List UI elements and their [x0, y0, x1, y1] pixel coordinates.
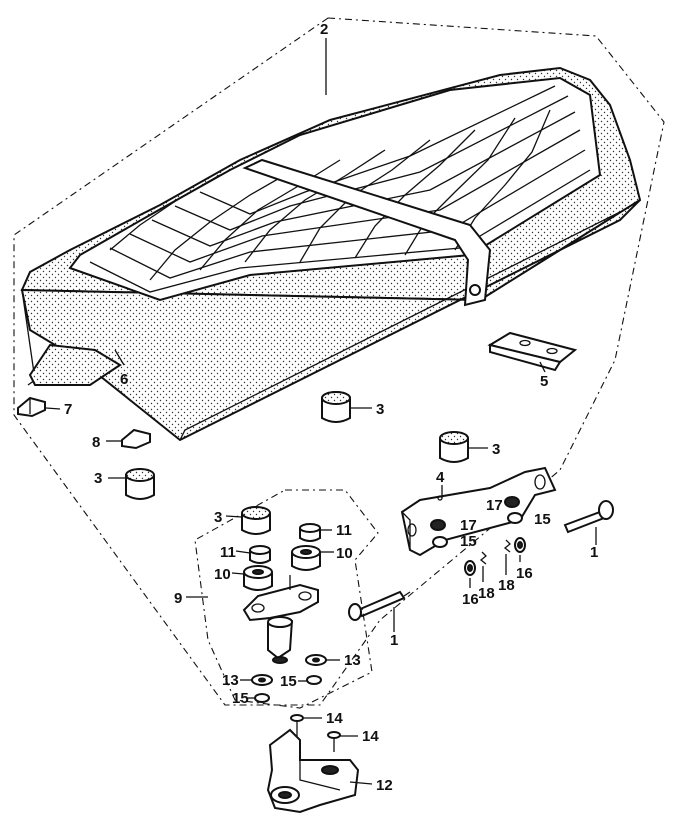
label-3-upper: 3 — [376, 401, 384, 418]
label-3-sub: 3 — [214, 509, 222, 526]
part-13-washer-left — [251, 674, 273, 686]
part-5-rubber-pad — [487, 331, 578, 372]
label-4: 4 — [436, 469, 445, 486]
label-16-left: 16 — [462, 591, 479, 608]
part-17-nut-left — [430, 519, 446, 531]
part-13-washer-right — [305, 654, 327, 666]
label-16-right: 16 — [516, 565, 533, 582]
part-11-collar-left — [249, 545, 271, 564]
label-7: 7 — [64, 401, 72, 418]
label-13-left: 13 — [222, 672, 239, 689]
label-9: 9 — [174, 590, 182, 607]
label-2: 2 — [320, 21, 328, 38]
part-18-spring-right — [503, 539, 511, 553]
cushion-3-right — [439, 431, 469, 463]
subassembly-9-boundary — [194, 489, 379, 709]
label-11-left: 11 — [220, 544, 236, 561]
part-11-collar-right — [299, 523, 321, 542]
label-15-right: 15 — [534, 511, 551, 528]
label-10-right: 10 — [336, 545, 353, 562]
part-14-screw-left — [290, 714, 304, 736]
part-15-nut-left — [432, 536, 448, 548]
label-14-lower: 14 — [362, 728, 379, 745]
label-17-right: 17 — [486, 497, 503, 514]
part-7-clip — [17, 396, 46, 418]
part-1-bolt-right — [563, 500, 614, 534]
label-13-right: 13 — [344, 652, 361, 669]
label-1-left: 1 — [390, 632, 398, 649]
part-10-grommet-right — [291, 545, 321, 571]
label-14-upper: 14 — [326, 710, 343, 727]
label-8: 8 — [92, 434, 100, 451]
part-15-nut-right — [507, 512, 523, 524]
lock-barrel — [267, 616, 293, 664]
part-15-nut-sub-left — [254, 693, 270, 703]
label-15-sub-left: 15 — [232, 690, 249, 707]
part-12-holder — [266, 728, 360, 814]
part-10-grommet-left — [243, 565, 273, 591]
part-15-nut-sub-right — [306, 675, 322, 685]
part-18-spring-left — [479, 551, 487, 565]
label-18-right: 18 — [498, 577, 515, 594]
part-14-screw-right — [327, 731, 341, 752]
cushion-3-left — [125, 468, 155, 500]
label-17-left: 17 — [460, 517, 477, 534]
label-11-right: 11 — [336, 522, 352, 539]
label-18-left: 18 — [478, 585, 495, 602]
seat — [20, 66, 642, 442]
part-4-bracket — [400, 466, 557, 557]
part-16-washer-left — [464, 560, 476, 576]
label-1-right: 1 — [590, 544, 598, 561]
part-3-cushion-sub — [241, 506, 271, 535]
lock-plate — [242, 575, 319, 622]
label-12: 12 — [376, 777, 393, 794]
label-15-sub-right: 15 — [280, 673, 297, 690]
part-8-clip — [121, 428, 151, 450]
label-15-left: 15 — [460, 533, 477, 550]
label-5: 5 — [540, 373, 548, 390]
part-17-nut-right — [504, 496, 520, 508]
cushion-3-upper — [321, 391, 351, 423]
label-3-left: 3 — [94, 470, 102, 487]
callout-labels: 2 5 6 7 3 8 3 3 4 17 15 17 15 1 18 16 18… — [64, 21, 598, 794]
part-16-washer-right — [514, 537, 526, 553]
label-3-right: 3 — [492, 441, 500, 458]
part-1-bolt-left — [348, 590, 411, 621]
label-10-left: 10 — [214, 566, 231, 583]
label-6: 6 — [120, 371, 128, 388]
assembly-boundary — [13, 17, 665, 706]
